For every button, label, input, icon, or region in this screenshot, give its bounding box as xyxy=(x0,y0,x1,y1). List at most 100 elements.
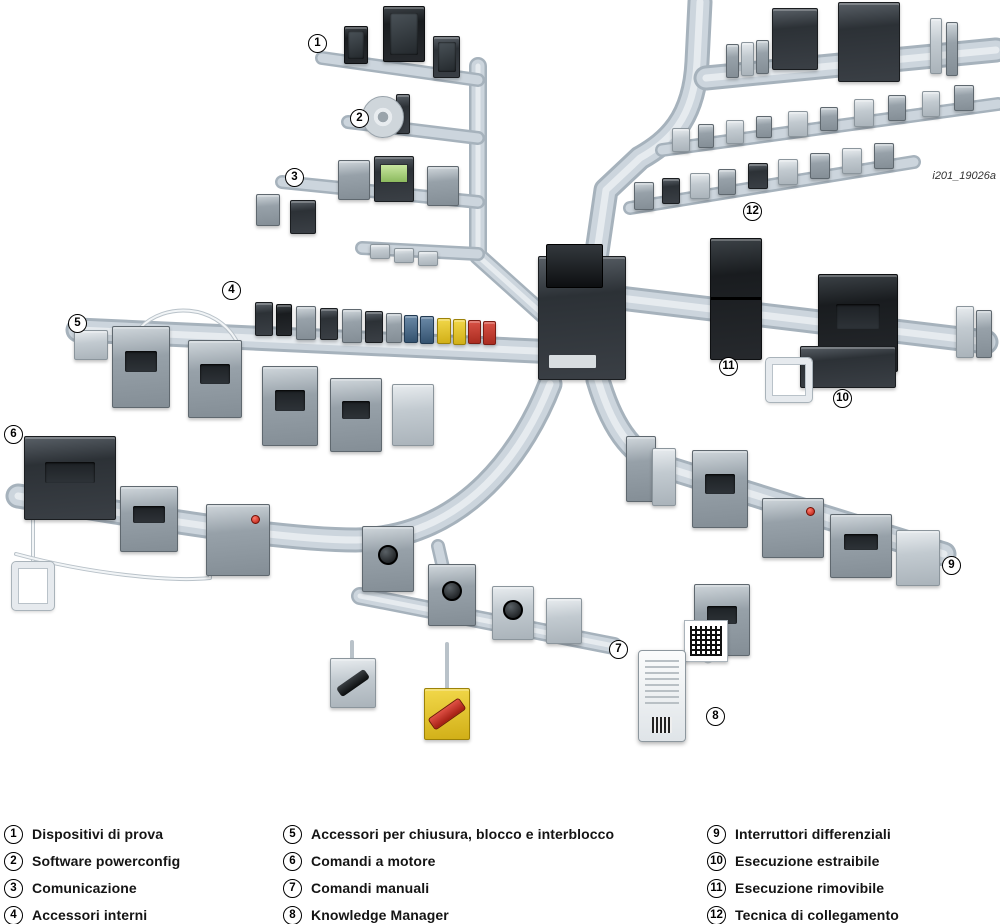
legend-number: 10 xyxy=(707,851,726,871)
connection-terminal xyxy=(698,124,714,148)
rcd-breaker xyxy=(830,514,892,578)
legend-item: 6 Comandi a motore xyxy=(283,851,436,871)
legend-item: 9 Interruttori differenziali xyxy=(707,824,891,844)
legend-label: Accessori per chiusura, blocco e interbl… xyxy=(311,826,615,842)
connection-lug xyxy=(842,148,862,174)
internal-accessory xyxy=(386,313,402,343)
mounting-frame xyxy=(11,561,55,611)
current-transformer xyxy=(772,8,818,70)
rcd-module xyxy=(762,498,824,558)
legend-number: 2 xyxy=(4,851,23,871)
legend-number: 5 xyxy=(283,824,302,844)
terminal-block xyxy=(741,42,754,76)
withdrawable-cradle xyxy=(800,346,896,388)
legend-item: 3 Comunicazione xyxy=(4,878,137,898)
breaker-with-lock xyxy=(112,326,170,408)
legend-item: 5 Accessori per chiusura, blocco e inter… xyxy=(283,824,614,844)
legend-number: 8 xyxy=(283,905,302,924)
plug-in-breaker xyxy=(710,238,762,360)
breaker-with-interlock xyxy=(262,366,318,446)
comm-module xyxy=(290,200,316,234)
interlock-module xyxy=(392,384,434,446)
connection-lug xyxy=(778,159,798,185)
internal-accessory xyxy=(320,308,338,340)
terminal-block xyxy=(756,40,769,74)
legend-label: Knowledge Manager xyxy=(311,907,449,923)
internal-accessory xyxy=(437,318,451,344)
legend-number: 12 xyxy=(707,905,726,924)
frame-cable xyxy=(15,553,211,580)
side-plate xyxy=(956,306,974,358)
legend-label: Accessori interni xyxy=(32,907,148,923)
legend-label: Interruttori differenziali xyxy=(735,826,891,842)
callout-12: 12 xyxy=(743,202,762,221)
comm-module xyxy=(427,166,459,206)
breaker-with-interlock xyxy=(330,378,382,452)
connection-terminal xyxy=(672,128,690,152)
rcd-accessory xyxy=(626,436,656,502)
callout-3: 3 xyxy=(285,168,304,187)
legend-number: 1 xyxy=(4,824,23,844)
legend-item: 7 Comandi manuali xyxy=(283,878,429,898)
central-breaker xyxy=(538,244,626,380)
internal-accessory xyxy=(468,320,481,344)
legend-item: 12 Tecnica di collegamento xyxy=(707,905,899,924)
interlock-cable xyxy=(139,309,237,341)
legend-label: Dispositivi di prova xyxy=(32,826,164,842)
legend-number: 7 xyxy=(283,878,302,898)
legend-item: 8 Knowledge Manager xyxy=(283,905,449,924)
internal-accessory xyxy=(276,304,292,336)
connection-lug xyxy=(810,153,830,179)
terminal-block xyxy=(726,44,739,78)
connection-terminal xyxy=(726,120,744,144)
test-device-tablet xyxy=(383,6,425,62)
internal-accessory xyxy=(453,319,466,345)
motor-operator xyxy=(206,504,270,576)
comm-module-display xyxy=(374,156,414,202)
phase-barrier xyxy=(946,22,958,76)
image-id-watermark: i201_19026a xyxy=(932,170,996,182)
rotary-operator xyxy=(362,526,414,592)
connection-terminal xyxy=(788,111,808,137)
test-device-phone xyxy=(433,36,460,78)
phase-barrier xyxy=(930,18,942,74)
legend-item: 1 Dispositivi di prova xyxy=(4,824,163,844)
door-frame xyxy=(765,357,813,403)
legend-label: Esecuzione estraibile xyxy=(735,853,880,869)
end-plate xyxy=(74,330,108,360)
internal-accessory xyxy=(255,302,273,336)
rcd-accessory xyxy=(652,448,676,506)
connection-terminal xyxy=(922,91,940,117)
legend-number: 6 xyxy=(283,851,302,871)
legend-label: Tecnica di collegamento xyxy=(735,907,899,923)
door-mounted-handle xyxy=(330,658,376,708)
legend-number: 4 xyxy=(4,905,23,924)
connection-terminal xyxy=(854,99,874,127)
rcd-module xyxy=(896,530,940,586)
legend-label: Comunicazione xyxy=(32,880,137,896)
callout-11: 11 xyxy=(719,357,738,376)
current-transformer xyxy=(838,2,900,82)
connection-lug xyxy=(662,178,680,204)
breaker-with-lock xyxy=(188,340,242,418)
callout-5: 5 xyxy=(68,314,87,333)
legend-label: Esecuzione rimovibile xyxy=(735,880,885,896)
callout-10: 10 xyxy=(833,389,852,408)
comm-module xyxy=(256,194,280,226)
legend-number: 9 xyxy=(707,824,726,844)
rcd-breaker xyxy=(692,450,748,528)
operator-module xyxy=(546,598,582,644)
knowledge-manager-phone xyxy=(638,650,686,742)
callout-4: 4 xyxy=(222,281,241,300)
cover-plate xyxy=(370,244,390,259)
connection-lug xyxy=(690,173,710,199)
legend-label: Comandi a motore xyxy=(311,853,436,869)
callout-2: 2 xyxy=(350,109,369,128)
connection-lug xyxy=(748,163,768,189)
powerconfig-cd xyxy=(362,96,404,138)
legend-item: 10 Esecuzione estraibile xyxy=(707,851,880,871)
internal-accessory xyxy=(420,316,434,344)
connection-terminal xyxy=(820,107,838,131)
callout-8: 8 xyxy=(706,707,725,726)
